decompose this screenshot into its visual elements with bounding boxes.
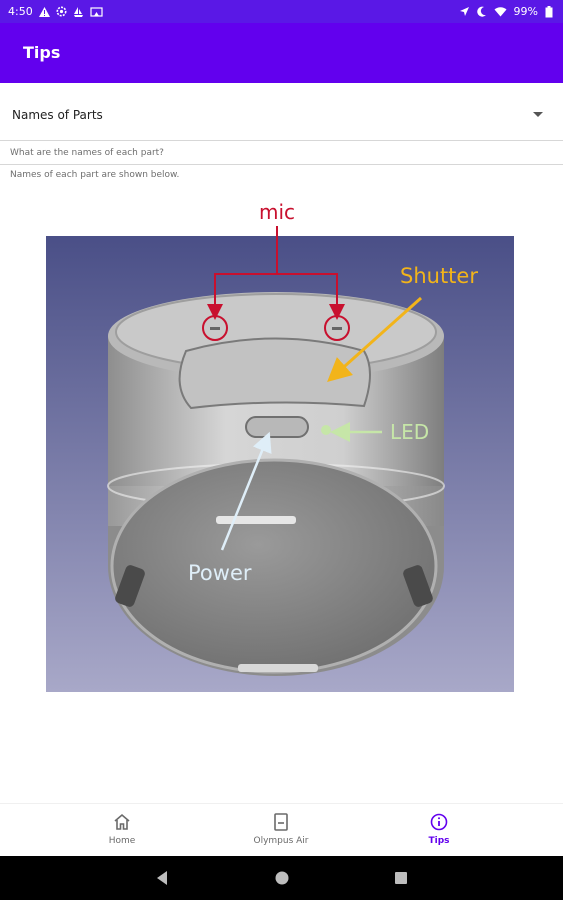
- status-left: 4:50: [8, 5, 103, 18]
- home-circle-icon[interactable]: [274, 870, 290, 886]
- topic-dropdown[interactable]: Names of Parts: [0, 83, 563, 141]
- back-icon[interactable]: [155, 870, 169, 886]
- sailing-icon: [73, 7, 83, 17]
- battery-icon: [545, 5, 553, 17]
- battery-percent: 99%: [513, 5, 538, 18]
- nav-item-home[interactable]: Home: [62, 810, 182, 854]
- dropdown-selected-value: Names of Parts: [12, 108, 103, 122]
- shutter-button-shape: [178, 337, 371, 410]
- status-right: 99%: [459, 5, 553, 18]
- mic-label-above: mic: [259, 200, 295, 237]
- settings-icon: [56, 6, 67, 17]
- mic-leader-right: [277, 273, 345, 320]
- home-icon: [114, 813, 130, 830]
- question-text: What are the names of each part?: [10, 148, 164, 158]
- mic-hole-right: [332, 327, 342, 330]
- dropdown-arrow-icon: [533, 112, 543, 117]
- status-time: 4:50: [8, 5, 33, 18]
- power-arrow: [220, 431, 272, 551]
- camera-parts-image: Shutter LED Power: [46, 236, 514, 692]
- answer-text: Names of each part are shown below.: [10, 170, 180, 180]
- page-title: Tips: [23, 43, 61, 62]
- cast-icon: [90, 6, 103, 17]
- mic-hole-left: [210, 327, 220, 330]
- nav-label-home: Home: [108, 836, 136, 846]
- led-label: LED: [390, 420, 429, 444]
- location-icon: [459, 7, 469, 16]
- info-icon: [430, 813, 448, 831]
- shutter-label: Shutter: [400, 264, 478, 288]
- nav-item-tips[interactable]: Tips: [379, 810, 499, 854]
- nav-item-olympus-air[interactable]: Olympus Air: [221, 810, 341, 854]
- alert-icon: [38, 6, 50, 17]
- shutter-arrow: [327, 296, 422, 382]
- status-bar: 4:50 99%: [0, 0, 563, 23]
- mic-leader: [207, 236, 278, 320]
- app-bar: Tips: [0, 23, 563, 83]
- wifi-icon: [494, 7, 507, 17]
- power-label: Power: [188, 561, 252, 585]
- bottom-navigation: Home Olympus Air Tips: [0, 803, 563, 857]
- moon-icon: [476, 6, 486, 17]
- led-dot: [321, 425, 331, 435]
- system-navigation-bar: [0, 856, 563, 900]
- nav-label-tips: Tips: [428, 836, 450, 846]
- power-button-shape: [245, 416, 309, 438]
- mic-label: mic: [259, 200, 295, 224]
- nav-label-olympus-air: Olympus Air: [253, 836, 309, 846]
- device-icon: [274, 813, 288, 831]
- recents-icon[interactable]: [394, 871, 408, 885]
- divider: [0, 164, 563, 165]
